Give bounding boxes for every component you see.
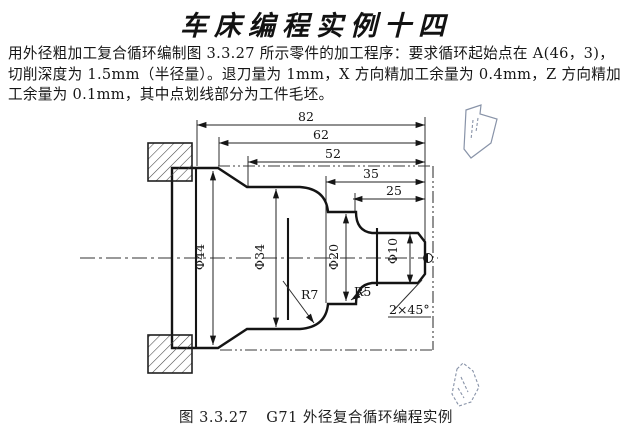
dim-total-length: 82	[298, 109, 314, 124]
problem-statement: 用外径粗加工复合循环编制图 3.3.27 所示零件的加工程序：要求循环起始点在 …	[8, 44, 626, 106]
auxiliary-face-lines	[194, 168, 379, 348]
dim-phi34: Φ34	[252, 244, 267, 270]
figure-caption-text: G71 外径复合循环编程实例	[266, 410, 453, 426]
fillet-callouts: R7 R5	[282, 280, 371, 324]
dim-25: 25	[386, 183, 402, 198]
tool-icon-top-right	[463, 104, 498, 159]
cycle-start-point	[423, 253, 433, 263]
figure-number: 图 3.3.27	[179, 410, 249, 426]
dim-52: 52	[325, 146, 341, 161]
chuck-jaw-bottom	[147, 334, 193, 374]
length-dimensions: 82 62 52 35 25	[196, 109, 426, 203]
chuck-jaw-top	[147, 142, 193, 182]
paragraph-line-2: 切削深度为 1.5mm（半径量）。退刀量为 1mm，X 方向精加工余量为 0.4…	[8, 65, 622, 83]
dim-62: 62	[313, 127, 329, 142]
chamfer-label: 2×45°	[389, 302, 430, 317]
fillet-r7-label: R7	[301, 287, 318, 302]
part-profile	[170, 166, 427, 350]
dim-phi20: Φ20	[326, 244, 341, 270]
dim-35: 35	[363, 166, 379, 181]
extension-lines	[196, 117, 426, 303]
paragraph-line-1: 用外径粗加工复合循环编制图 3.3.27 所示零件的加工程序：要求循环起始点在 …	[8, 45, 615, 62]
dim-phi44: Φ44	[192, 244, 207, 270]
chuck-jaws	[147, 142, 193, 374]
diameter-dimensions: Φ44 Φ34 Φ20 Φ10	[192, 170, 414, 346]
page-title: 车床编程实例十四	[180, 11, 452, 42]
dim-phi10: Φ10	[385, 238, 400, 264]
figure-caption: 图 3.3.27 G71 外径复合循环编程实例	[0, 406, 632, 427]
fillet-r5-label: R5	[354, 284, 371, 299]
paragraph-line-3: 工余量为 0.1mm，其中点划线部分为工件毛坯。	[8, 86, 334, 103]
tool-icon-bottom-right	[451, 362, 480, 407]
chamfer-callout: 2×45°	[388, 279, 431, 318]
